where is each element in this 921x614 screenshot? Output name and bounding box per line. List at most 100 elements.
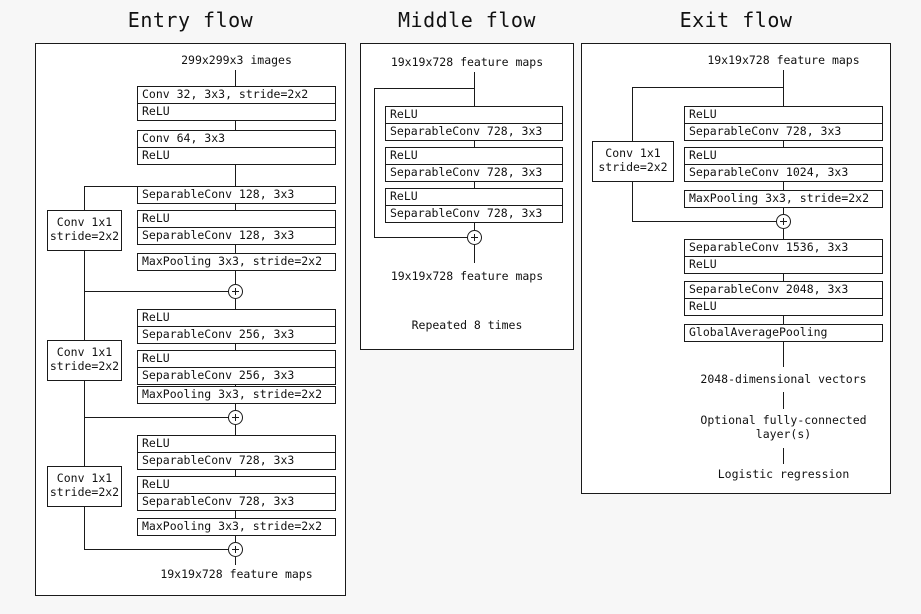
- entry-connector-7: [235, 344, 237, 350]
- entry-flow-title: Entry flow: [127, 8, 254, 32]
- entry-shortcut-1-bottom: [84, 291, 229, 293]
- entry-connector-1: [235, 121, 237, 130]
- entry-connector-6: [235, 299, 237, 309]
- exit-connector-2: [783, 182, 785, 190]
- middle-flow-title: Middle flow: [398, 8, 536, 32]
- op-row: SeparableConv 728, 3x3: [386, 164, 562, 181]
- conv-line-2: stride=2x2: [49, 229, 120, 243]
- middle-shortcut-vline: [374, 88, 376, 238]
- exit-connector-6: [783, 316, 785, 324]
- exit-connector-4: [783, 229, 785, 239]
- entry-block-stem-1: Conv 32, 3x3, stride=2x2 ReLU: [137, 86, 336, 121]
- exit-vector-caption: 2048-dimensional vectors: [700, 372, 867, 386]
- op-row: MaxPooling 3x3, stride=2x2: [142, 387, 323, 401]
- exit-connector-5: [783, 274, 785, 281]
- op-row: SeparableConv 2048, 3x3: [689, 282, 849, 296]
- op-row: ReLU: [142, 310, 170, 324]
- entry-block-block1-a: SeparableConv 128, 3x3: [137, 186, 336, 204]
- entry-block-stem-2: Conv 64, 3x3 ReLU: [137, 130, 336, 165]
- entry-connector-12: [235, 511, 237, 518]
- entry-block-block3-a: ReLU SeparableConv 728, 3x3: [137, 435, 336, 470]
- middle-block-mid-c: ReLU SeparableConv 728, 3x3: [385, 188, 563, 223]
- entry-connector-11: [235, 470, 237, 476]
- op-row: SeparableConv 256, 3x3: [138, 367, 335, 384]
- conv-line-2: stride=2x2: [49, 359, 120, 373]
- middle-connector-3: [474, 223, 476, 231]
- exit-connector-7: [783, 342, 785, 367]
- op-row: SeparableConv 728, 3x3: [386, 205, 562, 222]
- entry-block-block3-pool: MaxPooling 3x3, stride=2x2: [137, 518, 336, 536]
- op-row: ReLU: [685, 256, 882, 273]
- op-row: SeparableConv 1024, 3x3: [685, 164, 882, 181]
- op-row: ReLU: [138, 103, 335, 120]
- exit-block-exit-gap: GlobalAveragePooling: [684, 324, 883, 342]
- entry-shortcut-1-conv: Conv 1x1 stride=2x2: [47, 210, 122, 251]
- middle-input-caption: 19x19x728 feature maps: [390, 55, 544, 69]
- exit-block-exit-pool: MaxPooling 3x3, stride=2x2: [684, 190, 883, 208]
- middle-output-caption: 19x19x728 feature maps: [390, 269, 544, 283]
- entry-connector-4: [235, 245, 237, 253]
- conv-line-1: Conv 1x1: [605, 146, 661, 160]
- op-row: ReLU: [390, 148, 418, 162]
- exit-merge: [776, 214, 791, 229]
- op-row: MaxPooling 3x3, stride=2x2: [142, 254, 323, 268]
- entry-connector-5: [235, 271, 237, 284]
- exit-final-caption: Logistic regression: [717, 467, 850, 481]
- conv-line-1: Conv 1x1: [56, 215, 113, 229]
- op-row: SeparableConv 128, 3x3: [142, 187, 295, 201]
- op-row: ReLU: [689, 107, 717, 121]
- entry-connector-9: [235, 404, 237, 410]
- entry-block-block3-b: ReLU SeparableConv 728, 3x3: [137, 476, 336, 511]
- exit-connector-1: [783, 141, 785, 147]
- op-row: GlobalAveragePooling: [689, 325, 828, 339]
- exit-connector-9: [783, 448, 785, 464]
- entry-merge-1: [228, 284, 243, 299]
- op-row: MaxPooling 3x3, stride=2x2: [689, 191, 870, 205]
- exit-input-caption: 19x19x728 feature maps: [707, 53, 860, 67]
- middle-merge: [467, 230, 482, 245]
- conv-line-2: stride=2x2: [49, 485, 120, 499]
- op-row: SeparableConv 1536, 3x3: [689, 240, 849, 254]
- op-row: ReLU: [142, 436, 170, 450]
- middle-block-mid-b: ReLU SeparableConv 728, 3x3: [385, 147, 563, 182]
- exit-block-exit-d: SeparableConv 2048, 3x3 ReLU: [684, 281, 883, 316]
- op-row: SeparableConv 728, 3x3: [138, 493, 335, 510]
- middle-shortcut-bottom: [374, 237, 468, 239]
- middle-repeat-note: Repeated 8 times: [411, 318, 523, 332]
- op-row: Conv 64, 3x3: [142, 131, 226, 145]
- exit-fc-caption-line-1: Optional fully-connected: [700, 413, 867, 427]
- middle-shortcut-top: [374, 88, 475, 90]
- conv-line-2: stride=2x2: [598, 160, 668, 174]
- op-row: MaxPooling 3x3, stride=2x2: [142, 519, 323, 533]
- entry-shortcut-3-conv: Conv 1x1 stride=2x2: [47, 466, 122, 507]
- exit-flow-title: Exit flow: [679, 8, 793, 32]
- entry-connector-10: [235, 425, 237, 435]
- op-row: ReLU: [390, 107, 418, 121]
- entry-merge-2: [228, 410, 243, 425]
- entry-shortcut-2-conv: Conv 1x1 stride=2x2: [47, 340, 122, 381]
- entry-block-block1-pool: MaxPooling 3x3, stride=2x2: [137, 253, 336, 271]
- entry-block-block2-a: ReLU SeparableConv 256, 3x3: [137, 309, 336, 344]
- entry-block-block2-pool: MaxPooling 3x3, stride=2x2: [137, 386, 336, 404]
- conv-line-1: Conv 1x1: [56, 345, 113, 359]
- entry-input-caption: 299x299x3 images: [181, 53, 292, 67]
- entry-output-caption: 19x19x728 feature maps: [160, 567, 313, 581]
- op-row: SeparableConv 256, 3x3: [138, 326, 335, 343]
- entry-block-block2-b: ReLU SeparableConv 256, 3x3: [137, 350, 336, 385]
- middle-connector-1: [474, 141, 476, 147]
- op-row: Conv 32, 3x3, stride=2x2: [142, 87, 309, 101]
- entry-connector-2: [235, 165, 237, 186]
- entry-shortcut-3-bottom: [84, 549, 229, 551]
- op-row: SeparableConv 728, 3x3: [685, 123, 882, 140]
- op-row: ReLU: [142, 211, 170, 225]
- op-row: ReLU: [138, 147, 335, 164]
- middle-connector-2: [474, 182, 476, 188]
- exit-fc-caption: Optional fully-connected layer(s): [670, 413, 897, 441]
- op-row: ReLU: [142, 351, 170, 365]
- op-row: ReLU: [689, 148, 717, 162]
- op-row: ReLU: [390, 189, 418, 203]
- conv-line-1: Conv 1x1: [56, 471, 113, 485]
- op-row: ReLU: [142, 477, 170, 491]
- exit-block-exit-a: ReLU SeparableConv 728, 3x3: [684, 106, 883, 141]
